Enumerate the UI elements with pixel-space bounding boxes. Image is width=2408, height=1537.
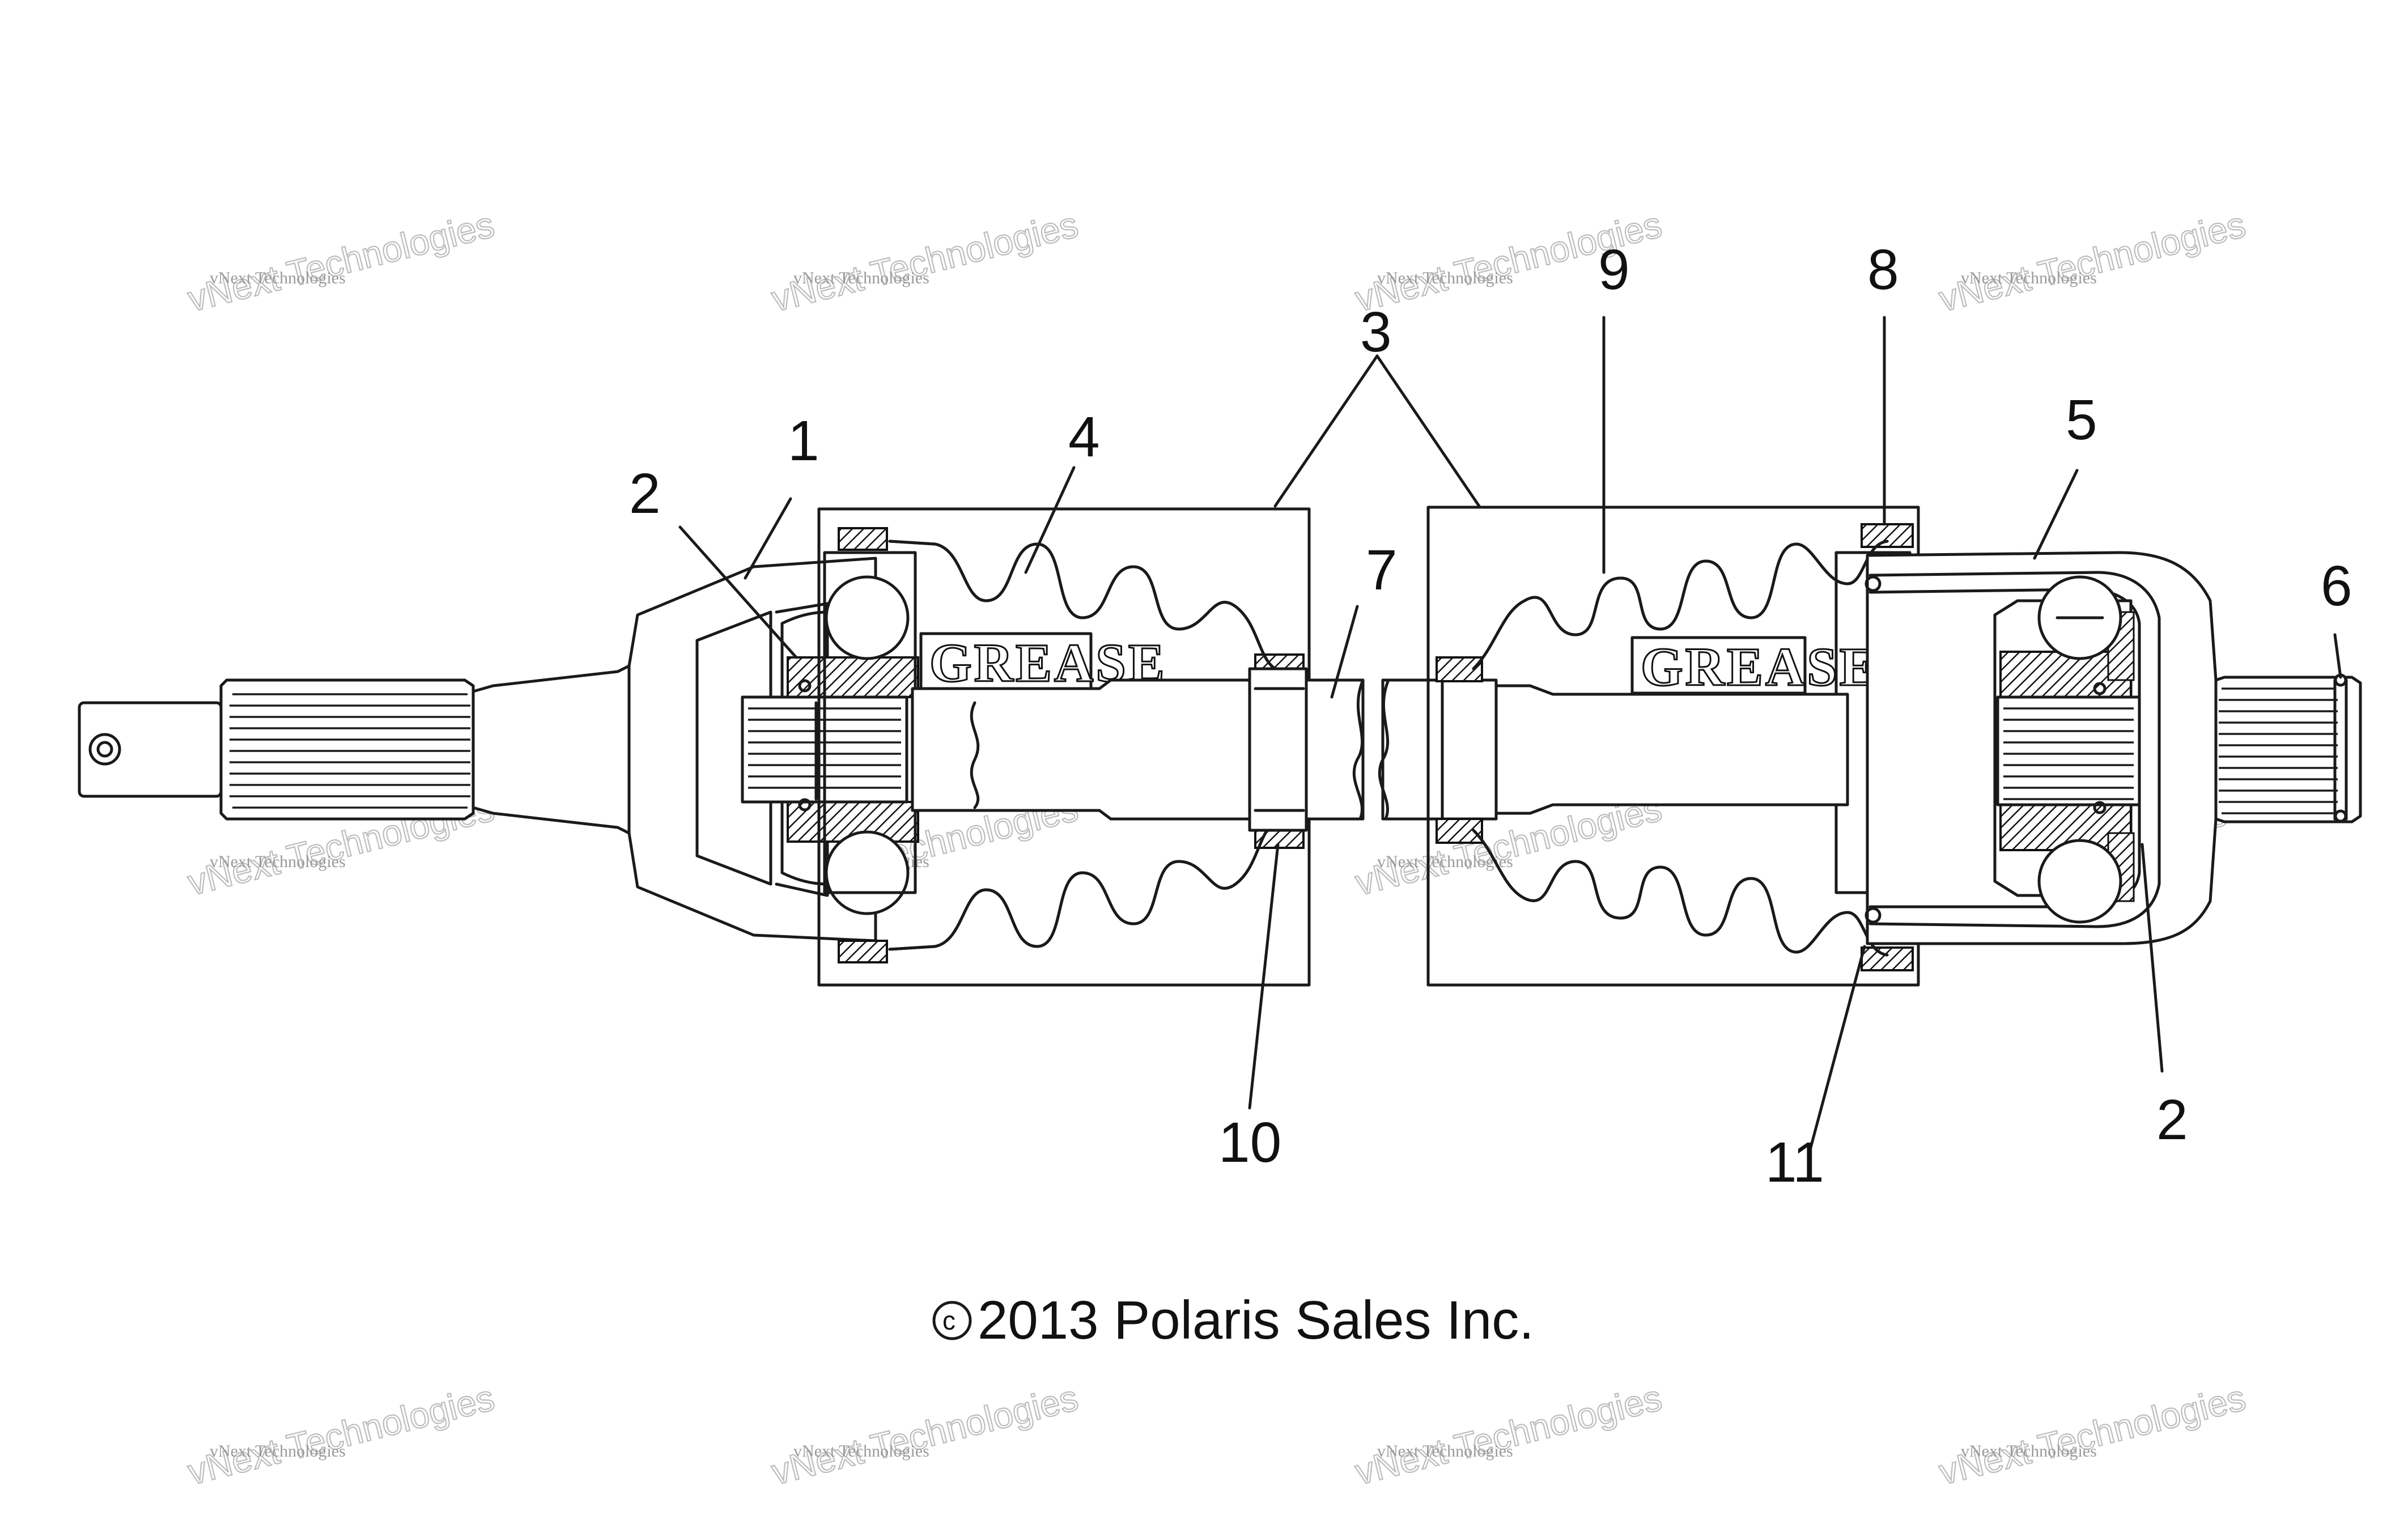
right-cv-housing <box>1865 551 2218 945</box>
callout-10: 10 <box>1218 1111 1281 1174</box>
callout-8: 8 <box>1867 238 1899 302</box>
left-stub-shaft <box>78 664 631 835</box>
watermark: vNext Technologies vNext Technologies <box>183 1377 499 1493</box>
svg-text:vNext Technologies: vNext Technologies <box>184 1377 498 1493</box>
svg-text:vNext Technologies: vNext Technologies <box>184 204 498 320</box>
watermark: vNext Technologies vNext Technologies <box>1934 1377 2250 1493</box>
watermark: vNext Technologies vNext Technologies <box>767 203 1082 320</box>
svg-text:vNext Technologies: vNext Technologies <box>1377 269 1513 287</box>
callout-9: 9 <box>1598 238 1630 302</box>
copyright-symbol: c <box>942 1306 955 1335</box>
svg-text:vNext Technologies: vNext Technologies <box>1961 1442 2097 1460</box>
callout-4: 4 <box>1068 405 1100 469</box>
callout-2-left: 2 <box>629 462 661 525</box>
right-boot-kit: GREASE <box>1426 506 1920 987</box>
svg-text:vNext Technologies: vNext Technologies <box>1961 269 2097 287</box>
left-cv-ball-lower <box>825 830 910 915</box>
svg-text:vNext Technologies: vNext Technologies <box>793 1442 929 1460</box>
callout-numbers: 1 2 3 4 5 6 7 8 9 10 11 2 <box>629 238 2352 1194</box>
callout-11: 11 <box>1765 1131 1824 1194</box>
callout-7: 7 <box>1366 538 1398 602</box>
svg-text:vNext Technologies: vNext Technologies <box>1935 204 2249 320</box>
center-shaft <box>911 667 1450 832</box>
right-stub-splines <box>2219 687 2338 814</box>
watermark: vNext Technologies vNext Technologies <box>1350 1377 1666 1493</box>
copyright-notice: c 2013 Polaris Sales Inc. <box>932 1290 1534 1351</box>
svg-text:vNext Technologies: vNext Technologies <box>767 204 1082 320</box>
svg-text:vNext Technologies: vNext Technologies <box>210 269 346 287</box>
svg-text:vNext Technologies: vNext Technologies <box>793 269 929 287</box>
svg-text:vNext Technologies: vNext Technologies <box>210 1442 346 1460</box>
left-cv-housing <box>627 557 919 942</box>
left-stub-splines <box>230 693 470 809</box>
svg-text:vNext Technologies: vNext Technologies <box>210 852 346 871</box>
callout-6: 6 <box>2321 554 2352 618</box>
callout-1: 1 <box>788 409 819 473</box>
svg-text:vNext Technologies: vNext Technologies <box>1351 1377 1666 1493</box>
svg-text:vNext Technologies: vNext Technologies <box>1377 1442 1513 1460</box>
right-cv-ball-lower <box>2037 839 2122 924</box>
callout-5: 5 <box>2066 388 2097 452</box>
callout-2-right: 2 <box>2156 1088 2188 1152</box>
right-stub-shaft <box>2214 673 2362 823</box>
watermark: vNext Technologies vNext Technologies <box>183 203 499 320</box>
leader-lines <box>678 316 2342 1149</box>
grease-label-right: GREASE <box>1641 636 1878 697</box>
left-cv-ball-upper <box>825 575 910 660</box>
watermark: vNext Technologies vNext Technologies <box>767 1377 1082 1493</box>
callout-3: 3 <box>1360 300 1392 364</box>
right-inner-race-splines <box>2003 707 2134 800</box>
svg-text:vNext Technologies: vNext Technologies <box>767 1377 1082 1493</box>
copyright-text: 2013 Polaris Sales Inc. <box>978 1290 1534 1351</box>
svg-text:vNext Technologies: vNext Technologies <box>1935 1377 2249 1493</box>
watermark: vNext Technologies vNext Technologies <box>1934 203 2250 320</box>
